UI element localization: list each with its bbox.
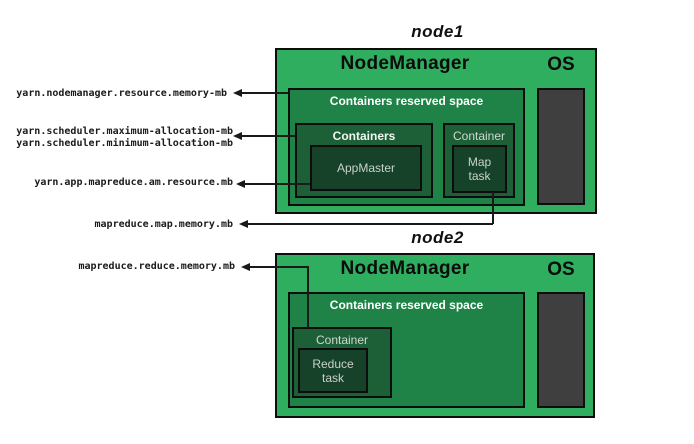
node2-reduce-task-label: Reduce task [312, 356, 354, 385]
arrow-line-nodemanager-memory [241, 92, 288, 94]
node1-os-memory-block [537, 88, 585, 205]
arrow-head-nodemanager-memory [233, 89, 242, 97]
config-label-map-memory: mapreduce.map.memory.mb [94, 219, 233, 230]
config-label-scheduler-maximum-allocation: yarn.scheduler.maximum-allocation-mb [16, 126, 233, 137]
node2-title: node2 [411, 228, 464, 247]
config-label-am-resource: yarn.app.mapreduce.am.resource.mb [34, 177, 233, 188]
node1-map-task-label: Map task [467, 155, 492, 183]
node2-os-memory-block [537, 292, 585, 408]
node2-container-label: Container [315, 333, 369, 347]
node1-map-task-box: Map task [452, 145, 507, 193]
node1-reserved-space-label: Containers reserved space [329, 94, 484, 108]
arrow-line-am-resource [244, 183, 310, 185]
node1-os-label: OS [547, 54, 575, 75]
arrow-elbow-map-memory [492, 192, 494, 224]
node2-os-label: OS [547, 259, 575, 280]
arrow-line-reduce-memory [249, 266, 308, 268]
node1-appmaster-label: AppMaster [336, 161, 396, 175]
arrow-head-reduce-memory [241, 263, 250, 271]
arrow-elbow-reduce-memory [307, 266, 309, 328]
node1-title: node1 [411, 22, 464, 41]
node1-nodemanager-label: NodeManager [340, 53, 470, 74]
node2-reduce-task-box: Reduce task [298, 348, 368, 393]
config-label-scheduler-minimum-allocation: yarn.scheduler.minimum-allocation-mb [16, 138, 233, 149]
arrow-line-scheduler-allocation [241, 135, 295, 137]
config-label-nodemanager-resource-memory: yarn.nodemanager.resource.memory-mb [16, 88, 227, 99]
node2-nodemanager-label: NodeManager [340, 258, 470, 279]
node1-appmaster-box: AppMaster [310, 145, 422, 191]
config-label-reduce-memory: mapreduce.reduce.memory.mb [78, 261, 235, 272]
arrow-line-map-memory [247, 223, 493, 225]
arrow-head-map-memory [239, 220, 248, 228]
node1-containers-label: Containers [332, 129, 396, 143]
arrow-head-am-resource [236, 180, 245, 188]
node1-container-label: Container [452, 129, 506, 143]
arrow-head-scheduler-allocation [233, 132, 242, 140]
node2-reserved-space-label: Containers reserved space [329, 298, 484, 312]
